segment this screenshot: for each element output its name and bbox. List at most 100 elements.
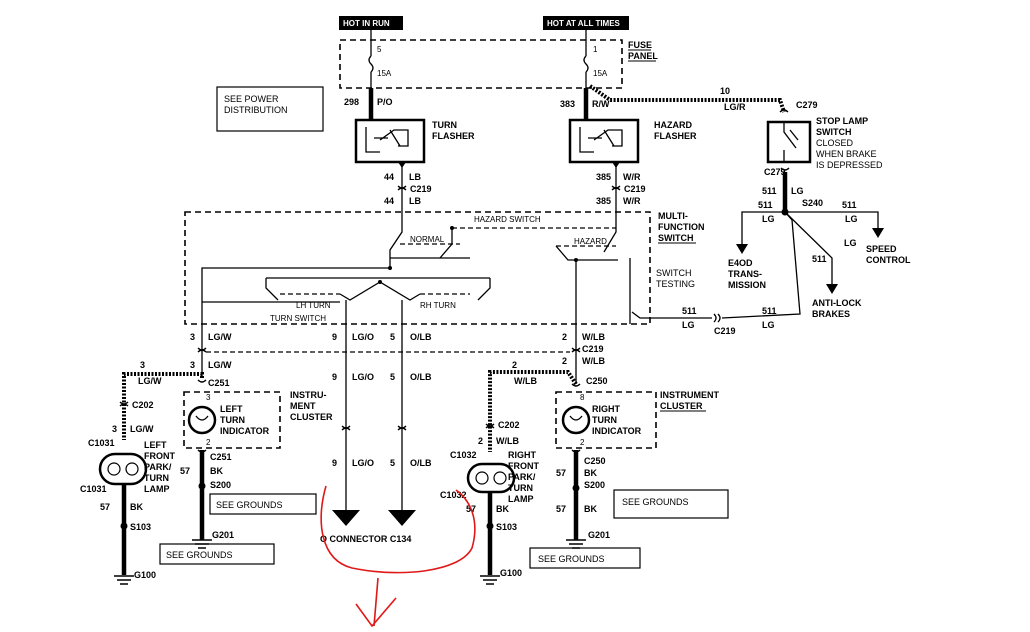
c1032-label-a: C1032: [450, 450, 477, 460]
s240-label: S240: [802, 198, 823, 208]
fuse-1-icon: [583, 55, 589, 73]
wire-2-color-a: W/LB: [582, 332, 605, 342]
fuse-5-icon: [368, 55, 374, 73]
abs-label-1: ANTI-LOCK: [812, 298, 862, 308]
right-front-lamp-label-5: LAMP: [508, 494, 534, 504]
turn-flasher-label-2: FLASHER: [432, 131, 475, 141]
fuse-1-number: 1: [593, 45, 598, 54]
left-front-lamp-label-3: PARK/: [144, 462, 172, 472]
stop-lamp-label-1: STOP LAMP: [816, 116, 868, 126]
hazard-flasher-label-2: FLASHER: [654, 131, 697, 141]
left-instrument-label-3: CLUSTER: [290, 412, 333, 422]
hazard-flasher: [568, 118, 640, 164]
wire-511-number-a: 511: [762, 186, 777, 196]
wire-lg-bottom-2: LG: [762, 320, 775, 330]
turn-flasher: [354, 118, 426, 164]
left-instrument-label-1: INSTRU-: [290, 390, 327, 400]
multifunction-label-3: SWITCH: [658, 233, 694, 243]
right-instrument-label-2: CLUSTER: [660, 401, 703, 411]
abs-label-2: BRAKES: [812, 309, 850, 319]
wire-44-number-b: 44: [384, 196, 394, 206]
wire-2-number-a: 2: [562, 332, 567, 342]
wire-lg-bottom-1: LG: [682, 320, 695, 330]
g100-label-a: G100: [134, 570, 156, 580]
wire-9-color-c: LG/O: [352, 458, 374, 468]
wire-10-color: LG/R: [724, 102, 746, 112]
g201-label-a: G201: [212, 530, 234, 540]
c219-label-b: C219: [624, 184, 646, 194]
c1032-label-b: C1032: [440, 490, 467, 500]
rh-turn-label: RH TURN: [420, 301, 456, 310]
right-instrument-label-1: INSTRUMENT: [660, 390, 719, 400]
wire-57-color-e: BK: [584, 504, 597, 514]
see-grounds-label-2: SEE GROUNDS: [216, 500, 283, 510]
switch-testing-label-2: TESTING: [656, 279, 695, 289]
see-grounds-label-1: SEE GROUNDS: [166, 550, 233, 560]
right-instrument-cluster: [555, 391, 657, 449]
wire-57-color-c: BK: [496, 504, 509, 514]
c202-label-b: C202: [498, 420, 520, 430]
stop-lamp-switch: [766, 120, 812, 164]
c202-label-a: C202: [132, 400, 154, 410]
wire-385-number-b: 385: [596, 196, 611, 206]
left-front-lamp-label-4: TURN: [144, 473, 169, 483]
wire-298-number: 298: [344, 97, 359, 107]
wire-3-color-c: LG/W: [138, 376, 162, 386]
wire-2-color-c: W/LB: [514, 376, 537, 386]
hot-at-all-times-label: HOT AT ALL TIMES: [547, 19, 621, 28]
wire-9-number-a: 9: [332, 332, 337, 342]
wire-44-color-a: LB: [409, 172, 421, 182]
right-indicator-label-3: INDICATOR: [592, 426, 642, 436]
fuse-panel-box: [339, 39, 623, 89]
right-cluster-pin-top: 8: [580, 393, 585, 402]
right-front-lamp-label-4: TURN: [508, 483, 533, 493]
wire-9-number-c: 9: [332, 458, 337, 468]
wire-383-color: R/W: [592, 99, 610, 109]
left-indicator-label-3: INDICATOR: [220, 426, 270, 436]
right-front-lamp-label-3: PARK/: [508, 472, 536, 482]
turn-switch-label: TURN SWITCH: [270, 314, 326, 323]
speed-control-label-2: CONTROL: [866, 255, 911, 265]
g100-label-b: G100: [500, 568, 522, 578]
wire-3-color-b: LG/W: [208, 360, 232, 370]
wire-3-number-c: 3: [140, 360, 145, 370]
right-front-lamp-label-2: FRONT: [508, 461, 539, 471]
s103-label-a: S103: [130, 522, 151, 532]
see-grounds-box-2: [209, 493, 317, 515]
speed-control-label-1: SPEED: [866, 244, 897, 254]
switch-testing-label-1: SWITCH: [656, 268, 692, 278]
left-cluster-pin-top: 3: [206, 393, 211, 402]
c1031-label-b: C1031: [80, 484, 107, 494]
wire-5-number-a: 5: [390, 332, 395, 342]
multifunction-label-2: FUNCTION: [658, 222, 705, 232]
wire-511-down: 511: [812, 254, 827, 264]
wire-385-color-b: W/R: [623, 196, 641, 206]
left-instrument-label-2: MENT: [290, 401, 316, 411]
power-distribution-box: [216, 86, 324, 132]
wire-511-lg1: LG: [762, 214, 775, 224]
wire-9-number-b: 9: [332, 372, 337, 382]
wire-lg-down: LG: [844, 238, 857, 248]
turn-flasher-switch-icon: [365, 127, 409, 153]
fuse-1-rating: 15A: [593, 69, 608, 78]
hazard-label: HAZARD: [574, 237, 607, 246]
stop-lamp-label-4: WHEN BRAKE: [816, 149, 877, 159]
red-annotation-arrow: [355, 577, 397, 628]
multifunction-label-1: MULTI-: [658, 211, 688, 221]
s200-label-a: S200: [210, 480, 231, 490]
wire-44-number-a: 44: [384, 172, 394, 182]
wire-2-number-b: 2: [562, 356, 567, 366]
wire-57-number-a: 57: [100, 502, 110, 512]
left-indicator-label-2: TURN: [220, 415, 245, 425]
wire-511-color-a: LG: [791, 186, 804, 196]
wire-2-color-b: W/LB: [582, 356, 605, 366]
ground-g201-left-icon: [192, 539, 212, 549]
e4od-label-1: E4OD: [728, 258, 753, 268]
fuse-panel-label-2: PANEL: [628, 51, 658, 61]
stop-lamp-switch-icon: [783, 122, 799, 162]
left-front-lamp: [98, 452, 148, 486]
hot-in-run-label: HOT IN RUN: [343, 19, 390, 28]
wire-44-color-b: LB: [409, 196, 421, 206]
wire-2-color-d: W/LB: [496, 436, 519, 446]
